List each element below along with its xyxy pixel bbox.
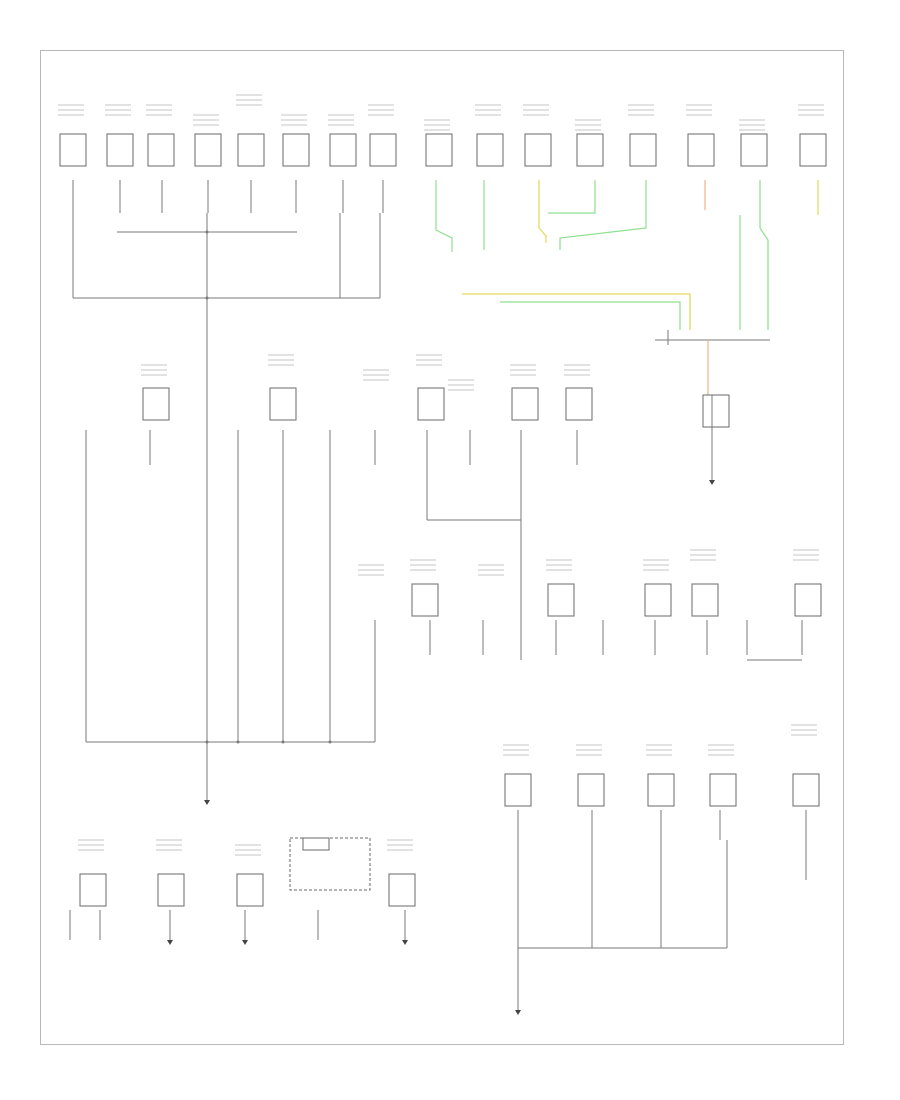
connector-box <box>576 133 604 167</box>
ground-symbol <box>204 800 210 805</box>
yellow-wire <box>462 293 691 330</box>
splice-dot <box>328 740 332 744</box>
connector-box <box>282 133 310 167</box>
connector-box <box>647 773 675 807</box>
connector-box <box>799 133 827 167</box>
yellow-wire <box>538 180 547 243</box>
connector-box <box>194 133 222 167</box>
connector-box <box>411 583 439 617</box>
connector-box <box>740 133 768 167</box>
connector-box <box>792 773 820 807</box>
connector-box <box>425 133 453 167</box>
ground-symbol <box>167 940 173 945</box>
connector-box <box>644 583 672 617</box>
module-outline <box>289 837 371 891</box>
splice-dot <box>281 740 285 744</box>
connector-box <box>524 133 552 167</box>
connector-box <box>236 873 264 907</box>
green-wire <box>548 180 596 214</box>
connector-box <box>565 387 593 421</box>
diagram-frame <box>40 50 844 1045</box>
connector-box <box>388 873 416 907</box>
connector-box <box>709 773 737 807</box>
connector-box <box>157 873 185 907</box>
connector-box <box>329 133 357 167</box>
connector-box <box>504 773 532 807</box>
connector-box <box>629 133 657 167</box>
connector-box <box>79 873 107 907</box>
green-wire <box>759 180 769 330</box>
ground-symbol <box>709 480 715 485</box>
connector-box <box>687 133 715 167</box>
connector-box <box>369 133 397 167</box>
connector-box <box>417 387 445 421</box>
connector-box <box>106 133 134 167</box>
splice-dot <box>236 740 240 744</box>
ground-symbol <box>402 940 408 945</box>
connector-box <box>269 387 297 421</box>
connector-box <box>237 133 265 167</box>
connector-box <box>59 133 87 167</box>
green-wire <box>500 301 681 330</box>
connector-box <box>476 133 504 167</box>
connector-box <box>147 133 175 167</box>
connector-box <box>142 387 170 421</box>
ground-symbol <box>242 940 248 945</box>
connector-box <box>302 837 330 851</box>
green-wire <box>435 180 453 252</box>
splice-dot <box>205 230 209 234</box>
splice-dot <box>205 296 209 300</box>
connector-box <box>511 387 539 421</box>
green-wire <box>559 180 647 250</box>
ground-symbol <box>515 1010 521 1015</box>
connector-box <box>794 583 822 617</box>
connector-box <box>547 583 575 617</box>
connector-box <box>702 394 730 428</box>
connector-box <box>577 773 605 807</box>
connector-box <box>691 583 719 617</box>
